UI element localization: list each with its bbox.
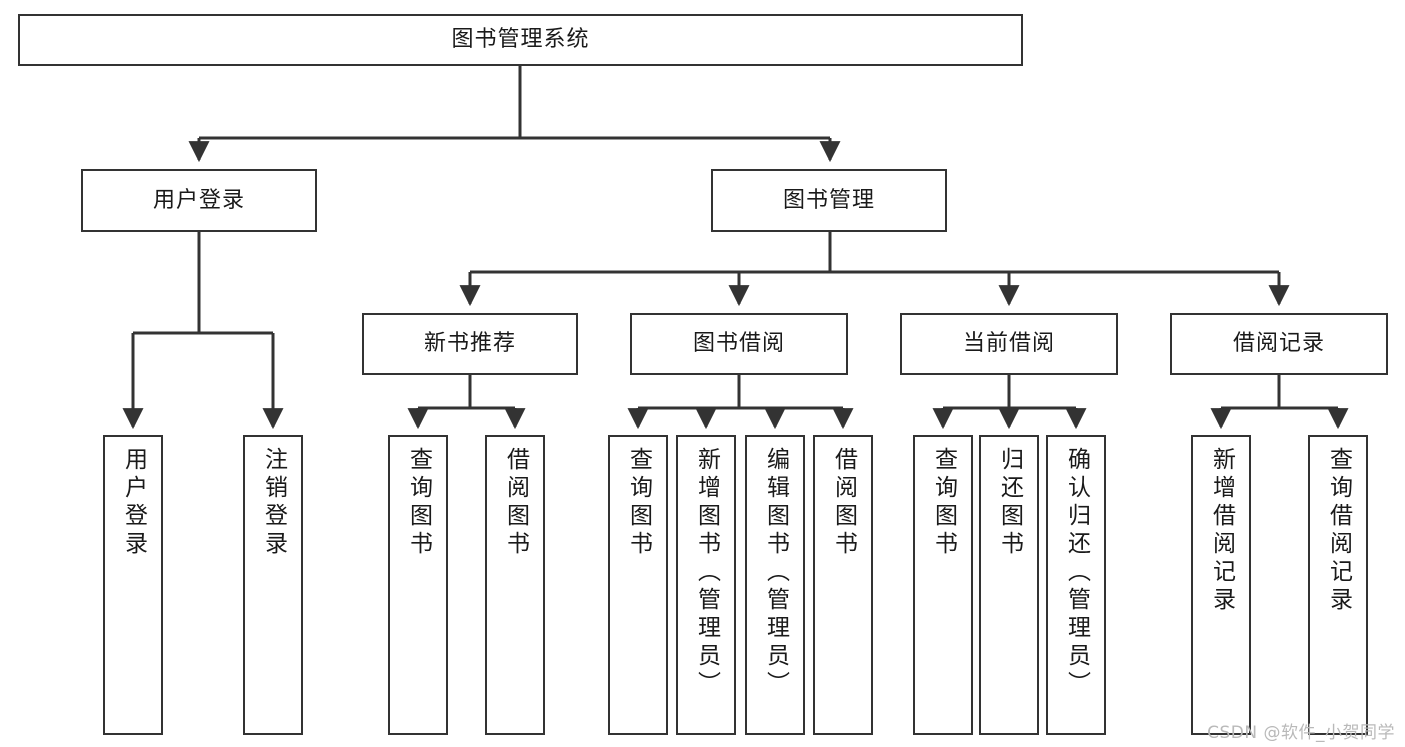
leaf-borrow-query-book[interactable]: 查询图书 bbox=[608, 435, 668, 735]
node-label: 新增借阅记录 bbox=[1208, 447, 1235, 615]
node-label: 借阅记录 bbox=[1232, 331, 1325, 357]
node-label: 查询图书 bbox=[625, 447, 652, 559]
node-book-borrow[interactable]: 图书借阅 bbox=[630, 313, 848, 375]
node-user-login[interactable]: 用户登录 bbox=[81, 169, 317, 232]
leaf-add-borrow-record[interactable]: 新增借阅记录 bbox=[1191, 435, 1251, 735]
node-label: 查询图书 bbox=[405, 447, 432, 559]
node-label: 图书借阅 bbox=[692, 331, 785, 357]
node-label: 借阅图书 bbox=[830, 447, 857, 559]
leaf-edit-book-admin[interactable]: 编辑图书（管理员） bbox=[745, 435, 805, 735]
node-label: 新增图书（管理员） bbox=[693, 447, 720, 699]
leaf-new-book-query[interactable]: 查询图书 bbox=[388, 435, 448, 735]
node-label: 用户登录 bbox=[120, 447, 147, 559]
node-root-system[interactable]: 图书管理系统 bbox=[18, 14, 1023, 66]
node-label: 查询图书 bbox=[930, 447, 957, 559]
node-borrow-record[interactable]: 借阅记录 bbox=[1170, 313, 1388, 375]
leaf-add-book-admin[interactable]: 新增图书（管理员） bbox=[676, 435, 736, 735]
node-label: 新书推荐 bbox=[423, 331, 516, 357]
leaf-query-borrow-record[interactable]: 查询借阅记录 bbox=[1308, 435, 1368, 735]
node-label: 归还图书 bbox=[996, 447, 1023, 559]
node-label: 图书管理 bbox=[782, 187, 875, 213]
node-label: 借阅图书 bbox=[502, 447, 529, 559]
leaf-user-login[interactable]: 用户登录 bbox=[103, 435, 163, 735]
leaf-current-query-book[interactable]: 查询图书 bbox=[913, 435, 973, 735]
node-label: 注销登录 bbox=[260, 447, 287, 559]
node-label: 图书管理系统 bbox=[451, 27, 590, 53]
leaf-borrow-book[interactable]: 借阅图书 bbox=[813, 435, 873, 735]
node-book-management[interactable]: 图书管理 bbox=[711, 169, 947, 232]
leaf-confirm-return-admin[interactable]: 确认归还（管理员） bbox=[1046, 435, 1106, 735]
node-label: 用户登录 bbox=[152, 187, 245, 213]
node-label: 当前借阅 bbox=[962, 331, 1055, 357]
node-current-borrow[interactable]: 当前借阅 bbox=[900, 313, 1118, 375]
leaf-return-book[interactable]: 归还图书 bbox=[979, 435, 1039, 735]
node-label: 查询借阅记录 bbox=[1325, 447, 1352, 615]
leaf-new-book-borrow[interactable]: 借阅图书 bbox=[485, 435, 545, 735]
node-new-book-recommend[interactable]: 新书推荐 bbox=[362, 313, 578, 375]
node-label: 编辑图书（管理员） bbox=[762, 447, 789, 699]
leaf-user-logout[interactable]: 注销登录 bbox=[243, 435, 303, 735]
node-label: 确认归还（管理员） bbox=[1063, 447, 1090, 699]
